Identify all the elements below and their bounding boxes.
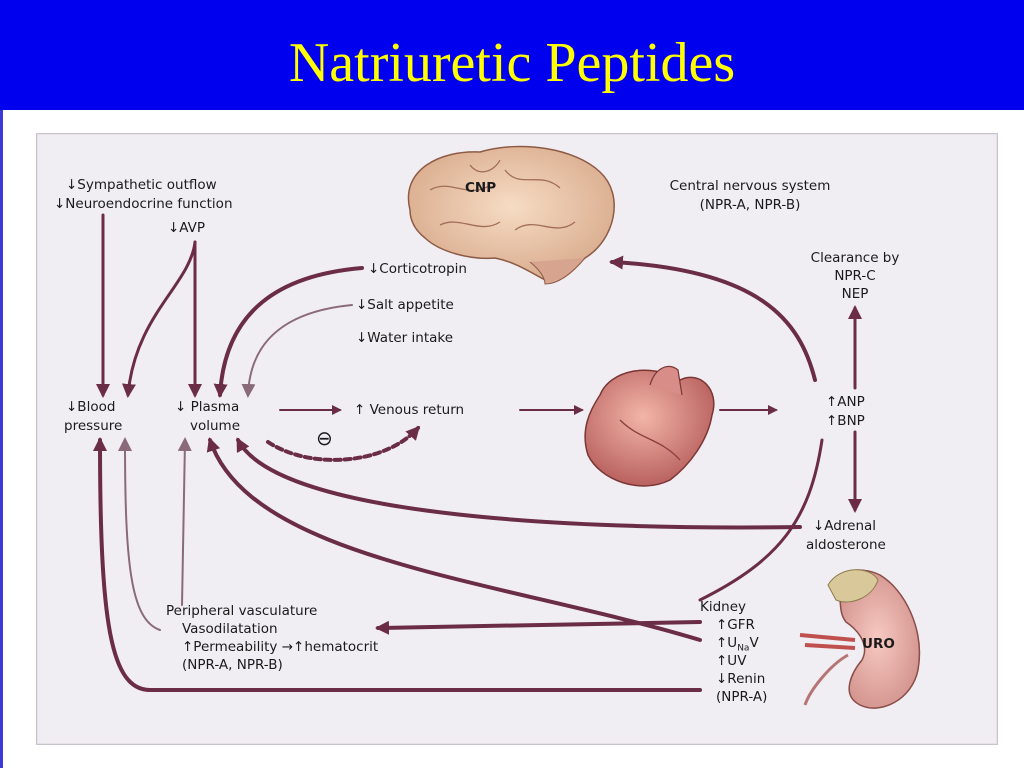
label-unav: ↑UNaV	[716, 635, 759, 657]
label-periph-receptors: (NPR-A, NPR-B)	[182, 657, 283, 673]
heart-illustration	[584, 365, 715, 487]
label-unav-sub: Na	[737, 643, 750, 654]
label-aldosterone: aldosterone	[806, 537, 886, 553]
label-volume: volume	[190, 418, 241, 434]
label-neuroendocrine: ↓Neuroendocrine function	[54, 196, 233, 212]
kidney-illustration	[799, 569, 921, 709]
left-border	[0, 110, 3, 768]
label-salt-appetite: ↓Salt appetite	[356, 297, 454, 313]
label-vasodilatation: Vasodilatation	[182, 621, 278, 637]
label-unav-u: ↑U	[716, 635, 738, 651]
label-unav-v: V	[749, 635, 759, 651]
label-nep: NEP	[841, 286, 869, 302]
label-corticotropin: ↓Corticotropin	[368, 261, 467, 277]
kidney-label: URO	[862, 636, 895, 652]
diagram-arrows	[93, 213, 862, 692]
label-kidney-receptor: (NPR-A)	[716, 689, 768, 705]
label-permeability: ↑Permeability →↑hematocrit	[182, 639, 379, 655]
label-kidney: Kidney	[700, 599, 747, 615]
label-bnp: ↑BNP	[826, 413, 865, 429]
label-uv: ↑UV	[716, 653, 747, 669]
label-gfr: ↑GFR	[716, 617, 755, 633]
label-peripheral: Peripheral vasculature	[166, 603, 318, 619]
label-renin: ↓Renin	[716, 671, 766, 687]
label-cns-receptors: (NPR-A, NPR-B)	[699, 197, 801, 213]
label-cns: Central nervous system	[669, 178, 831, 194]
label-anp: ↑ANP	[826, 394, 865, 410]
label-sympathetic: ↓Sympathetic outflow	[66, 177, 217, 193]
slide-header: Natriuretic Peptides	[0, 0, 1024, 110]
label-venous-return: ↑ Venous return	[354, 402, 465, 418]
brain-illustration	[407, 145, 615, 285]
negative-feedback-symbol: ⊖	[316, 426, 333, 450]
brain-label: CNP	[465, 180, 497, 196]
label-water-intake: ↓Water intake	[356, 330, 454, 346]
label-clearance: Clearance by	[810, 250, 900, 266]
slide-title: Natriuretic Peptides	[288, 32, 736, 94]
label-plasma: ↓ Plasma	[175, 399, 240, 415]
label-avp: ↓AVP	[168, 220, 206, 236]
label-adrenal: ↓Adrenal	[813, 518, 877, 534]
label-pressure: pressure	[64, 418, 123, 434]
label-npr-c: NPR-C	[834, 268, 876, 284]
label-blood: ↓Blood	[66, 399, 116, 415]
